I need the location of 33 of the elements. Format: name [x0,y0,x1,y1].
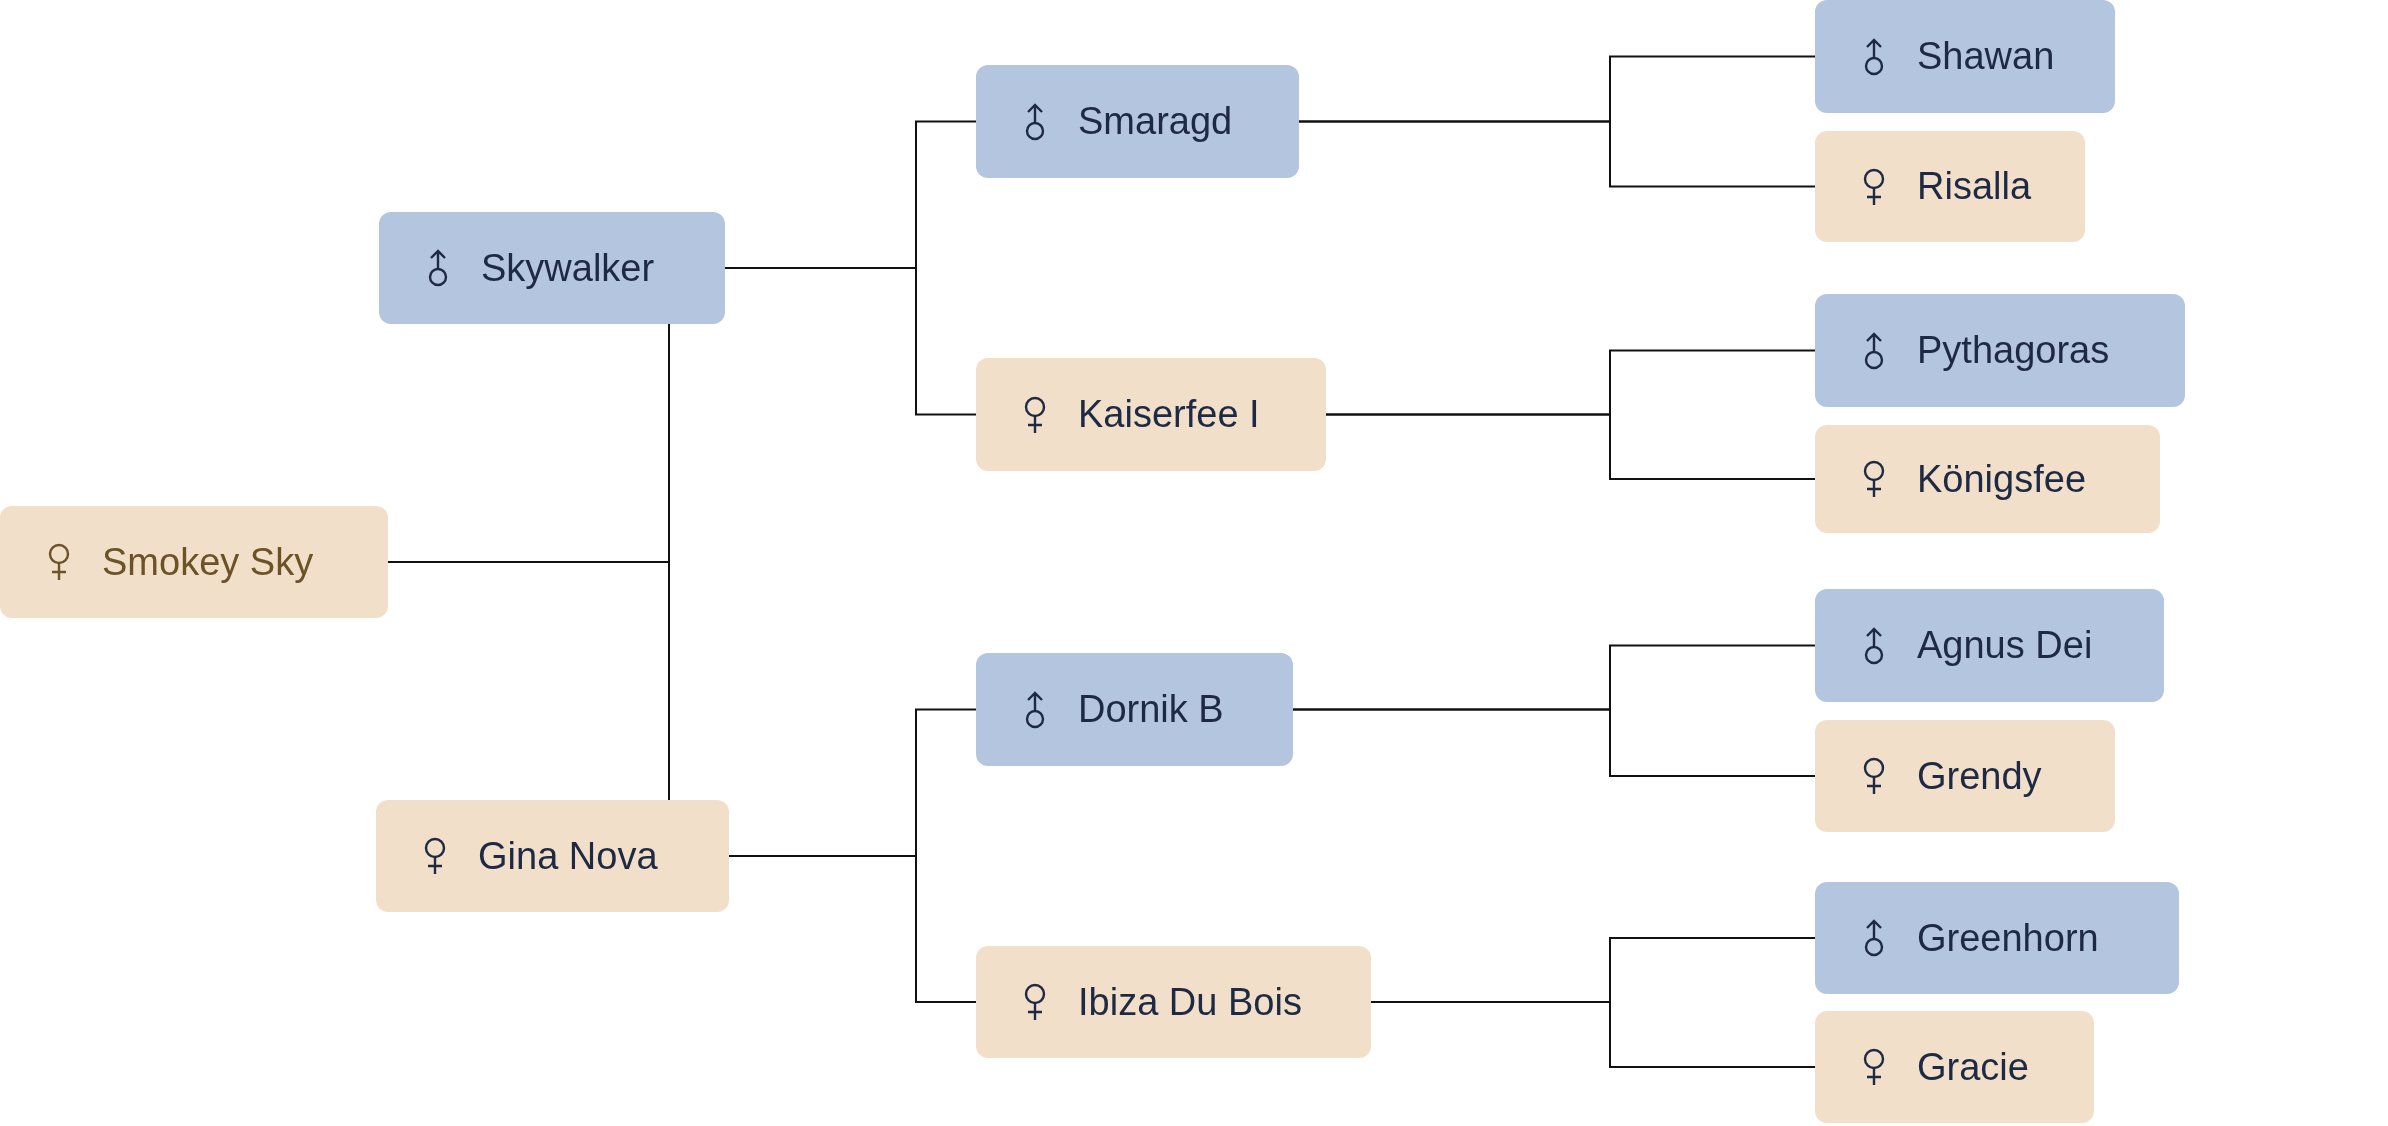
female-name-box [1815,1011,2094,1123]
name-text: Grendy [1917,753,2042,799]
connector-line [1298,120,1816,188]
name-text: Smaragd [1078,99,1233,144]
female-name-box [1815,131,2085,242]
name-text: Gracie [1917,1044,2029,1090]
name-text: Königsfee [1917,456,2086,502]
name-text: Shawan [1917,34,2055,79]
name-text: Gina Nova [478,833,658,879]
male-name-box [976,65,1299,178]
name-text: Ibiza Du Bois [1078,979,1302,1025]
name-text: Greenhorn [1917,915,2099,961]
name-text: Smokey Sky [102,539,314,585]
female-name-box [976,946,1371,1058]
female-name-box [0,506,388,618]
male-name-box [1815,589,2164,702]
female-name-box [376,800,729,912]
female-name-box [976,358,1326,471]
female-name-box [1815,425,2160,533]
name-text: Skywalker [481,245,655,291]
male-name-box [1815,0,2115,113]
name-text: Dornik B [1078,687,1224,732]
female-name-box [1815,720,2115,832]
name-text: Pythagoras [1917,328,2110,373]
male-name-box [379,212,725,324]
male-name-box [1815,882,2179,994]
male-name-box [976,653,1293,766]
name-text: Kaiserfee I [1078,392,1260,437]
connector-line [1292,708,1816,777]
connector-line [1325,413,1816,480]
male-name-box [1815,294,2185,407]
name-text: Agnus Dei [1917,623,2093,668]
name-text: Risalla [1917,164,2032,209]
